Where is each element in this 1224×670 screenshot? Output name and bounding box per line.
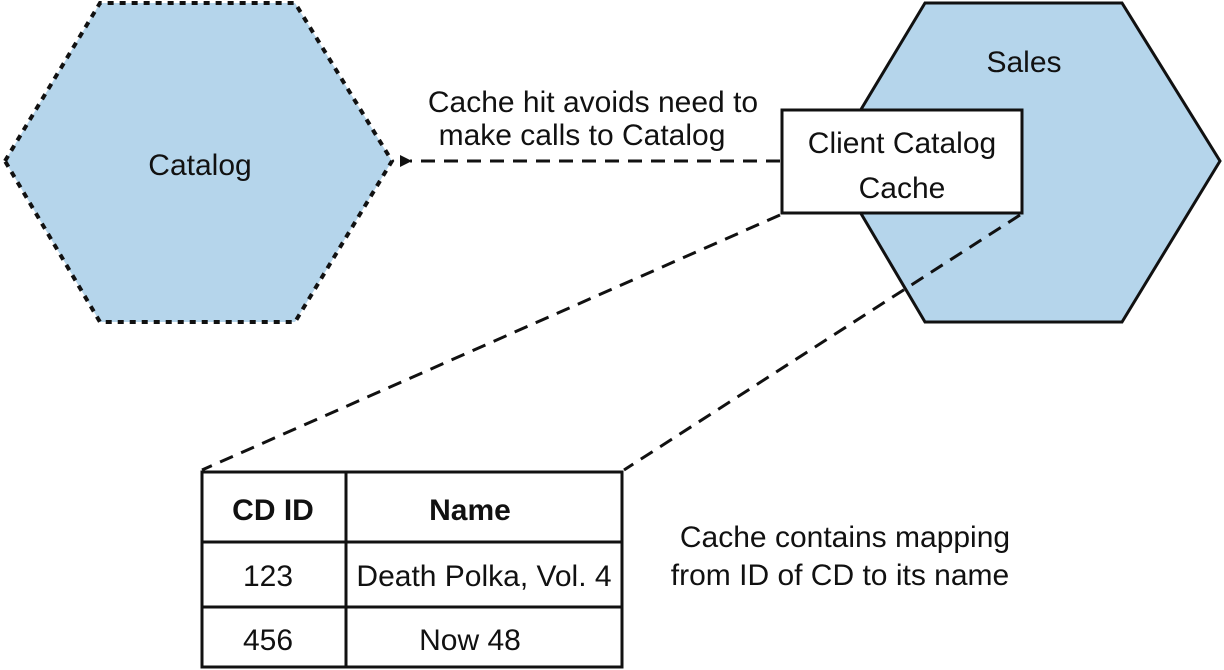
zoom-line-left [201,213,781,472]
catalog-hexagon [2,0,395,324]
table-cell-row1-id: 123 [243,560,293,593]
catalog-label: Catalog [148,149,251,182]
table-header-cd-id: CD ID [232,494,314,527]
annotation-line1: Cache contains mapping [680,521,1010,554]
client-catalog-cache-box [780,108,1024,215]
table-cell-row2-id: 456 [243,624,293,657]
table-cell-row2-name: Now 48 [419,624,521,657]
cache-box-label-line1: Client Catalog [808,127,996,160]
annotation-line2: from ID of CD to its name [671,559,1009,592]
table-cell-row1-name: Death Polka, Vol. 4 [356,560,611,593]
sales-label: Sales [986,46,1061,79]
cache-table: CD ID Name 123 Death Polka, Vol. 4 456 N… [200,470,624,669]
cache-box-label-line2: Cache [859,172,946,205]
arrow-label-line1: Cache hit avoids need to [428,86,758,119]
sales-hexagon [828,1,1222,324]
arrow-label-line2: make calls to Catalog [439,119,726,152]
table-header-name: Name [429,494,511,527]
zoom-line-right [623,213,1021,472]
table-border [200,470,624,669]
